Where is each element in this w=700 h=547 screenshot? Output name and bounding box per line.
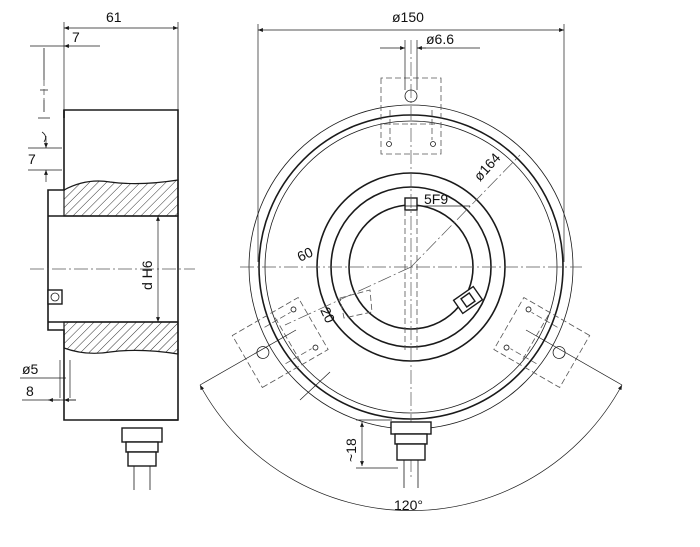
dim-cable-height: ~18 — [343, 438, 359, 462]
dim-bolt-circle: ø164 — [470, 149, 503, 184]
dim-radius-60: 60 — [295, 244, 316, 265]
dim-keyway: 5F9 — [424, 191, 448, 207]
side-cable-gland — [121, 427, 163, 443]
right-bracket — [493, 296, 591, 389]
dim-bore: d H6 — [139, 260, 155, 290]
top-bracket — [380, 77, 442, 155]
front-view: ø150 ø6.6 ø164 5F9 60 20 ~18 120° — [199, 9, 623, 513]
dim-small-hole-offset: 8 — [26, 383, 34, 399]
top-section-hatch — [63, 179, 179, 217]
dim-small-hole: ø5 — [22, 361, 39, 377]
dim-flange-top: 7 — [72, 29, 80, 45]
bottom-section-hatch — [63, 321, 179, 355]
dim-mount-hole: ø6.6 — [426, 31, 454, 47]
left-bracket — [231, 296, 329, 389]
dim-outer-diameter: ø150 — [392, 9, 424, 25]
clamp-screw — [452, 285, 484, 315]
side-view: 61 7 7 d H6 ø5 8 — [20, 9, 195, 490]
dim-side-width: 61 — [106, 9, 122, 25]
dim-angle: 120° — [394, 497, 423, 513]
side-screw — [47, 289, 63, 305]
front-cable-gland — [390, 421, 432, 488]
dim-radius-20: 20 — [317, 305, 338, 326]
dim-flange-mid: 7 — [28, 151, 36, 167]
